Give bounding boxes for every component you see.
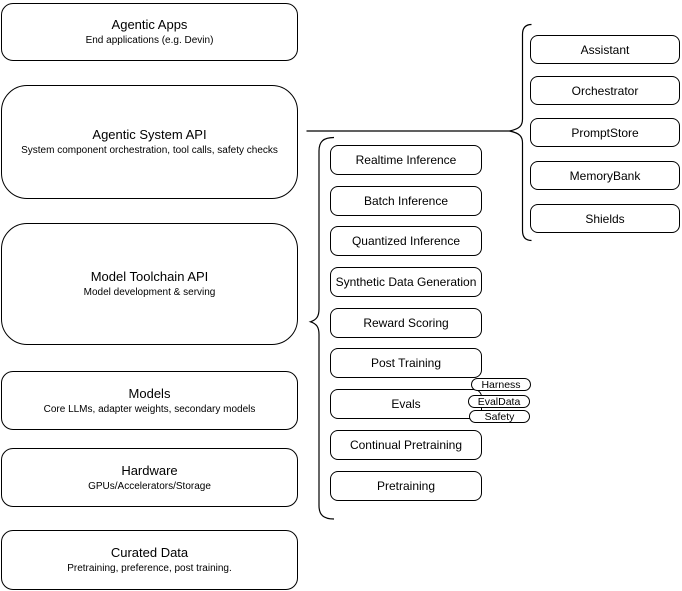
box-agentic-system-api: Agentic System API System component orch…: [1, 85, 298, 199]
box-shields: Shields: [530, 204, 680, 233]
box-label: Shields: [585, 211, 625, 226]
box-title: Curated Data: [110, 545, 189, 560]
box-pretraining: Pretraining: [330, 471, 482, 501]
box-label: Continual Pretraining: [349, 438, 463, 452]
box-hardware: Hardware GPUs/Accelerators/Storage: [1, 448, 298, 507]
pill-label: Harness: [481, 378, 521, 391]
box-model-toolchain-api: Model Toolchain API Model development & …: [1, 223, 298, 345]
box-label: Post Training: [370, 356, 442, 370]
box-title: Model Toolchain API: [90, 269, 209, 284]
box-subtitle: End applications (e.g. Devin): [85, 35, 214, 46]
box-title: Agentic Apps: [111, 17, 188, 32]
box-batch-inference: Batch Inference: [330, 186, 482, 216]
box-evals: Evals: [330, 389, 482, 419]
box-label: Evals: [391, 397, 421, 411]
box-agentic-apps: Agentic Apps End applications (e.g. Devi…: [1, 3, 298, 61]
box-quantized-inference: Quantized Inference: [330, 226, 482, 256]
box-label: Reward Scoring: [363, 316, 449, 330]
box-label: Synthetic Data Generation: [335, 275, 477, 289]
box-models: Models Core LLMs, adapter weights, secon…: [1, 371, 298, 430]
pill-safety: Safety: [469, 410, 530, 423]
box-memorybank: MemoryBank: [530, 161, 680, 190]
box-label: Orchestrator: [571, 83, 639, 98]
box-label: Assistant: [580, 42, 630, 57]
box-orchestrator: Orchestrator: [530, 76, 680, 105]
box-title: Hardware: [121, 462, 178, 478]
box-title: Agentic System API: [92, 127, 207, 142]
pill-harness: Harness: [471, 378, 531, 391]
right-group-brace: [509, 23, 532, 242]
pill-label: EvalData: [477, 395, 521, 408]
box-subtitle: System component orchestration, tool cal…: [21, 145, 278, 156]
box-subtitle: Core LLMs, adapter weights, secondary mo…: [43, 403, 256, 415]
box-promptstore: PromptStore: [530, 118, 680, 147]
box-continual-pretraining: Continual Pretraining: [330, 430, 482, 460]
box-label: Realtime Inference: [355, 153, 457, 167]
box-synthetic-data-generation: Synthetic Data Generation: [330, 267, 482, 297]
box-label: Batch Inference: [363, 194, 449, 208]
pill-label: Safety: [484, 410, 515, 423]
pill-evaldata: EvalData: [468, 395, 530, 408]
box-label: MemoryBank: [569, 168, 641, 183]
box-label: PromptStore: [571, 125, 639, 140]
box-title: Models: [128, 385, 171, 401]
box-subtitle: GPUs/Accelerators/Storage: [88, 480, 211, 492]
box-label: Quantized Inference: [351, 234, 461, 248]
box-realtime-inference: Realtime Inference: [330, 145, 482, 175]
box-subtitle: Pretraining, preference, post training.: [67, 563, 232, 574]
box-label: Pretraining: [376, 479, 436, 493]
box-subtitle: Model development & serving: [83, 287, 216, 298]
box-reward-scoring: Reward Scoring: [330, 308, 482, 338]
box-post-training: Post Training: [330, 348, 482, 378]
box-assistant: Assistant: [530, 35, 680, 64]
box-curated-data: Curated Data Pretraining, preference, po…: [1, 530, 298, 590]
